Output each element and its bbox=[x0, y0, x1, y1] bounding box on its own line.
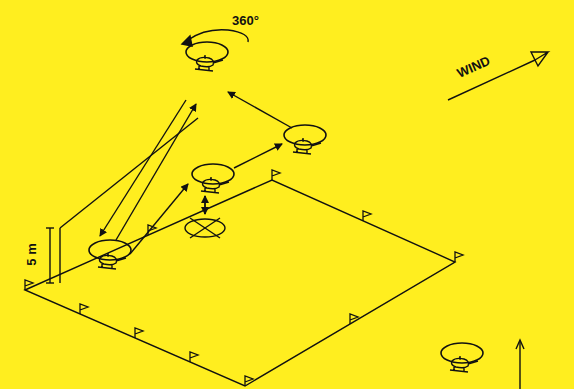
note-label: WIND bbox=[455, 54, 492, 80]
note-label: 360° bbox=[232, 14, 259, 27]
dimension-label: 5 m bbox=[25, 243, 38, 265]
